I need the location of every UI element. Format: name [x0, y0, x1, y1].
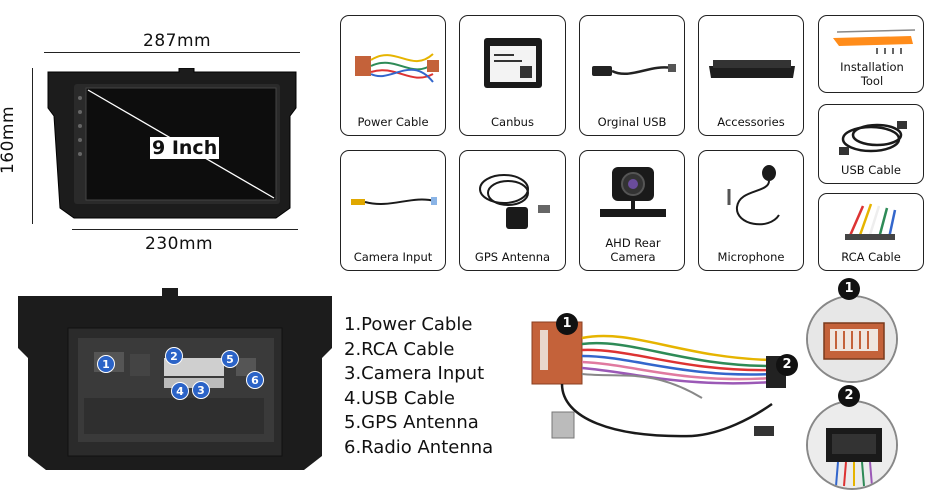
rear-camera-icon [600, 167, 666, 217]
usb-adapter-icon [592, 64, 676, 76]
legend-item: 5.GPS Antenna [344, 412, 479, 434]
screen-size-label: 9 Inch [150, 137, 220, 159]
port-badge: 2 [165, 347, 183, 365]
accessory-label: Power Cable [357, 115, 429, 129]
radio-back-image [18, 288, 332, 470]
width-bottom-label: 230mm [145, 234, 214, 254]
accessory-card-gps-antenna: GPS Antenna [459, 150, 566, 271]
accessory-label: Orginal USB [597, 115, 667, 129]
connector-2-icon [808, 402, 896, 488]
accessory-card-usb-cable: USB Cable [818, 104, 924, 184]
accessory-card-original-usb: Orginal USB [579, 15, 685, 136]
accessory-label: AHD Rear Camera [605, 236, 661, 264]
accessory-label: Installation Tool [840, 60, 904, 88]
accessory-card-power-cable: Power Cable [340, 15, 446, 136]
zoom-marker: 1 [838, 278, 860, 300]
microphone-icon [727, 165, 780, 226]
power-harness-image [531, 321, 786, 439]
legend-item: 6.Radio Antenna [344, 436, 494, 458]
accessory-card-installation-tool: Installation Tool [818, 15, 924, 93]
accessory-label: GPS Antenna [474, 250, 551, 264]
accessory-card-rca-cable: RCA Cable [818, 193, 924, 271]
harness-marker: 2 [776, 354, 798, 376]
rca-cable-icon [845, 203, 897, 240]
accessory-label: USB Cable [841, 163, 901, 177]
accessory-card-canbus: Canbus [459, 15, 566, 136]
accessory-label: Accessories [717, 115, 785, 129]
accessory-card-ahd-rear-camera: AHD Rear Camera [579, 150, 685, 271]
gps-antenna-icon [479, 174, 550, 229]
accessory-label: RCA Cable [841, 250, 901, 264]
connector-1-icon [808, 297, 896, 381]
canbus-icon [484, 38, 542, 88]
power-cable-icon [355, 53, 439, 83]
camera-input-cable-icon [351, 197, 437, 206]
trim-accessory-icon [709, 60, 795, 78]
port-badge: 1 [97, 355, 115, 373]
accessory-label: Canbus [491, 115, 534, 129]
legend-item: 1.Power Cable [344, 314, 473, 335]
accessory-label: Microphone [717, 250, 785, 264]
connector-1-zoom [806, 295, 898, 383]
port-badge: 3 [192, 381, 210, 399]
zoom-marker: 2 [838, 385, 860, 407]
accessory-card-camera-input: Camera Input [340, 150, 446, 271]
harness-marker: 1 [556, 313, 578, 335]
port-badge: 5 [221, 350, 239, 368]
connector-2-zoom [806, 400, 898, 490]
height-label: 160mm [0, 105, 19, 175]
ports-legend: 1.Power Cable 2.RCA Cable 3.Camera Input… [344, 313, 493, 461]
width-top-label: 287mm [143, 31, 212, 51]
legend-item: 2.RCA Cable [344, 338, 455, 360]
legend-item: 3.Camera Input [344, 363, 485, 385]
width-top-line [44, 52, 300, 53]
accessory-card-accessories: Accessories [698, 15, 804, 136]
usb-cable-icon [839, 121, 907, 155]
port-badge: 6 [246, 371, 264, 389]
installation-tool-icon [833, 29, 916, 54]
accessory-card-microphone: Microphone [698, 150, 804, 271]
height-line [32, 68, 33, 224]
width-bottom-line [72, 229, 298, 230]
port-badge: 4 [171, 382, 189, 400]
accessory-label: Camera Input [353, 250, 433, 264]
legend-item: 4.USB Cable [344, 387, 455, 409]
